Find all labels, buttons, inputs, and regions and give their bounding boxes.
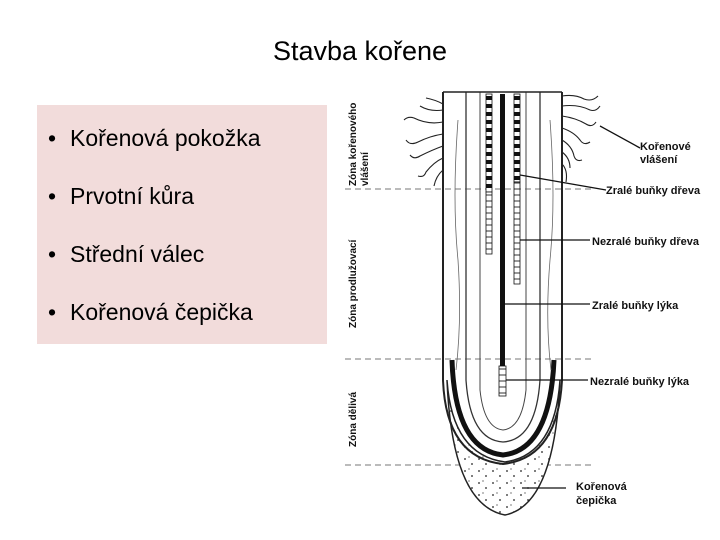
- bullet-list: • Kořenová pokožka • Prvotní kůra • Stře…: [37, 105, 327, 355]
- bullet-item: • Střední válec: [48, 239, 327, 297]
- root-epidermis: [442, 92, 563, 466]
- label-root-hairs-1: Kořenové: [640, 141, 691, 153]
- bullet-text: Střední válec: [70, 241, 205, 267]
- bullet-text: Prvotní kůra: [70, 183, 194, 209]
- mature-xylem-strand-right: [513, 93, 521, 183]
- bullet-dot-icon: •: [48, 241, 57, 267]
- leader-lines: [505, 125, 641, 489]
- label-immature-phloem: Nezralé buňky lýka: [590, 376, 690, 388]
- vascular-inner-line: [479, 92, 527, 431]
- root-hairs-left: [403, 97, 444, 187]
- bullet-text: Kořenová čepička: [70, 299, 253, 325]
- zone-label-root-hair-1: Zóna kořenového: [348, 103, 359, 186]
- label-mature-xylem: Zralé buňky dřeva: [606, 185, 701, 197]
- bullet-dot-icon: •: [48, 125, 57, 151]
- leader-root-hairs: [599, 125, 641, 149]
- bullet-dot-icon: •: [48, 299, 57, 325]
- label-root-cap-2: čepička: [576, 495, 617, 507]
- label-root-hairs-2: vlášení: [640, 154, 678, 166]
- root-hairs-right: [561, 94, 601, 183]
- meristem-band: [449, 359, 557, 458]
- bullet-box: • Kořenová pokožka • Prvotní kůra • Stře…: [37, 105, 327, 344]
- zone-boundaries: [345, 188, 595, 466]
- vascular-cylinder: [465, 92, 541, 443]
- bullet-dot-icon: •: [48, 183, 57, 209]
- bullet-item: • Prvotní kůra: [48, 181, 327, 239]
- leader-mature-xylem: [519, 174, 607, 191]
- zone-label-division: Zóna dělivá: [348, 392, 359, 447]
- root-cap-shape: [446, 379, 561, 516]
- slide-title: Stavba kořene: [272, 36, 448, 66]
- mature-phloem-strand: [500, 94, 505, 370]
- bullet-item: • Kořenová čepička: [48, 297, 327, 355]
- cortex-edge-left: [454, 119, 460, 371]
- bullet-item: • Kořenová pokožka: [48, 123, 327, 181]
- bullet-text: Kořenová pokožka: [70, 125, 261, 151]
- zone-label-elongation: Zóna prodlužovací: [348, 238, 359, 328]
- zone-label-root-hair-2: vlášení: [360, 151, 371, 186]
- immature-xylem-strand-right: [513, 181, 521, 285]
- immature-phloem-strand: [498, 365, 507, 397]
- immature-xylem-strand-left: [485, 191, 493, 255]
- cortex-edge-right: [547, 119, 554, 371]
- label-immature-xylem: Nezralé buňky dřeva: [592, 236, 700, 248]
- mature-xylem-strand-left: [485, 93, 493, 193]
- label-root-cap-1: Kořenová: [576, 481, 628, 493]
- label-mature-phloem: Zralé buňky lýka: [592, 300, 679, 312]
